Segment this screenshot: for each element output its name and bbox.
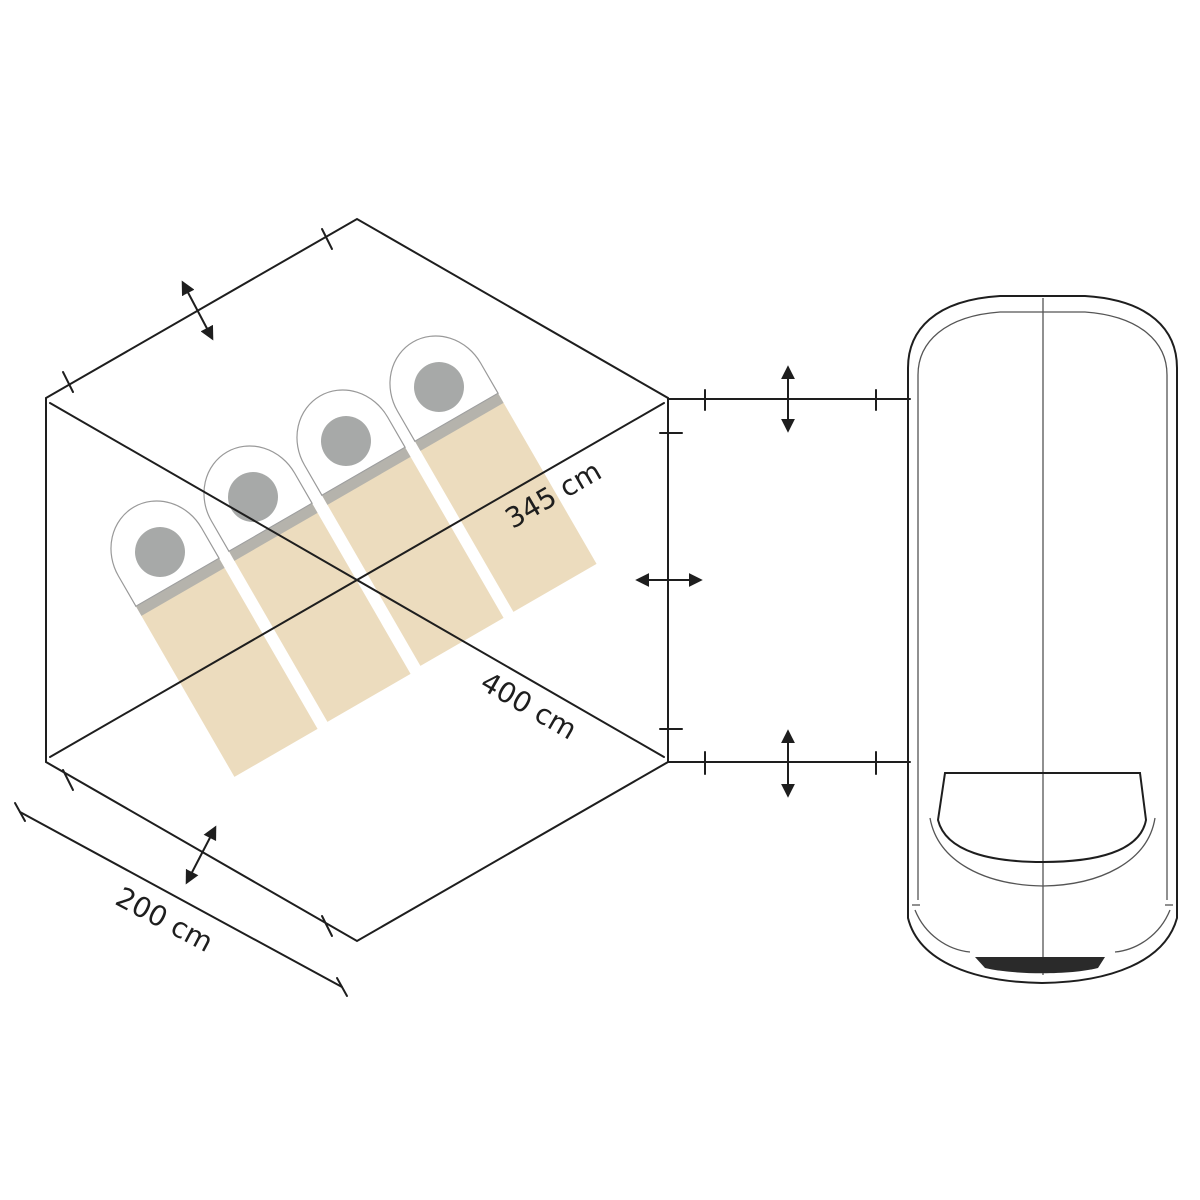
sleeping-bag-icon (296, 389, 504, 666)
sleeping-bag-icon (110, 500, 318, 777)
sleeping-bag-icon (389, 335, 597, 612)
head-circle (321, 416, 371, 466)
head-circle (135, 527, 185, 577)
label-200cm: 200 cm (110, 880, 218, 958)
van-top-view-icon (907, 295, 1178, 985)
label-400cm: 400 cm (475, 665, 582, 746)
head-circle (414, 362, 464, 412)
depth-dimension (14, 802, 348, 997)
double-arrow-icon (181, 280, 214, 341)
double-arrow-icon (185, 825, 217, 885)
sleeping-bag-icon (203, 445, 411, 722)
awning-connector (659, 389, 911, 775)
diagonal-line-400 (49, 402, 665, 758)
double-arrows-group (181, 280, 795, 885)
head-circle (228, 472, 278, 522)
tick-marks (62, 228, 333, 937)
sleeping-bags-group (110, 335, 597, 777)
